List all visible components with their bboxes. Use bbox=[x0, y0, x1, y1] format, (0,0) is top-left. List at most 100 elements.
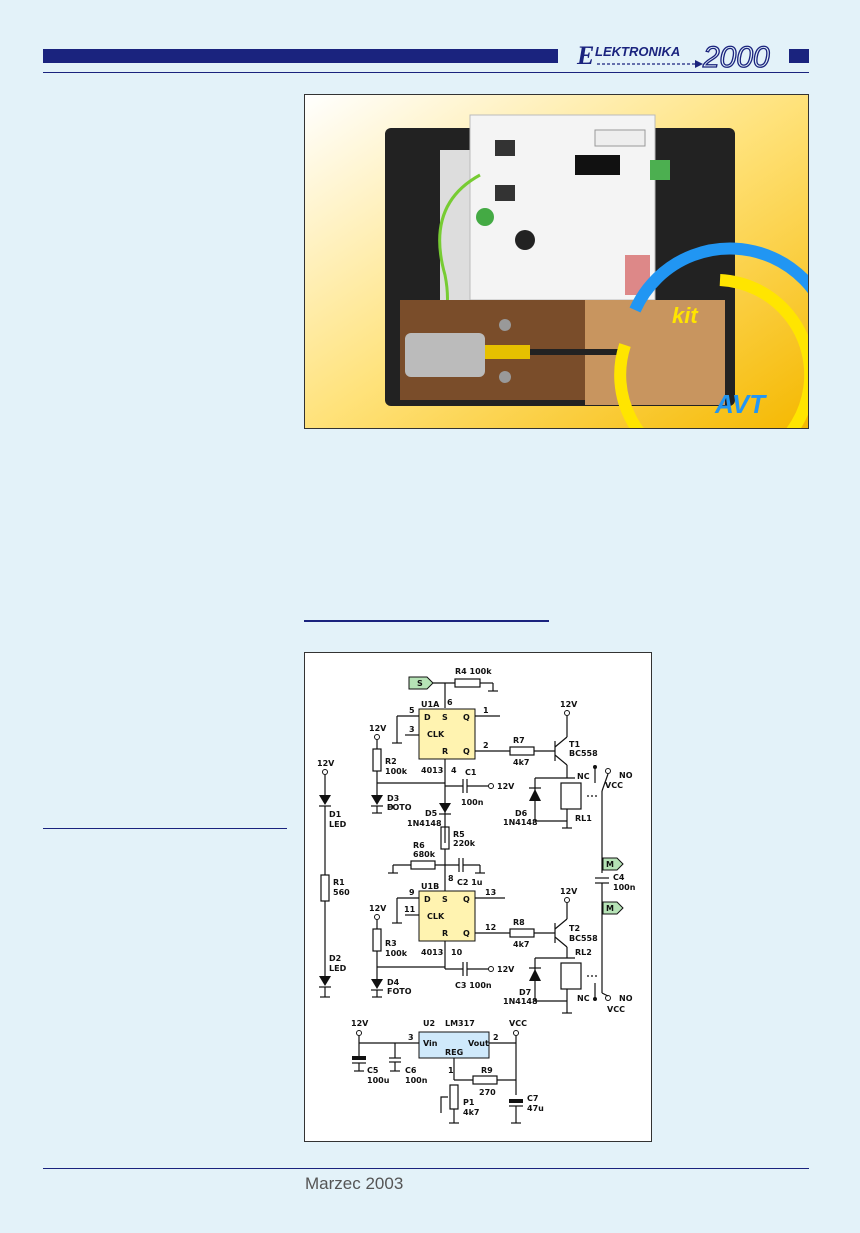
svg-text:R4 100k: R4 100k bbox=[455, 667, 492, 676]
svg-text:C4: C4 bbox=[613, 873, 625, 882]
svg-text:VCC: VCC bbox=[509, 1019, 527, 1028]
svg-text:1: 1 bbox=[448, 1066, 454, 1075]
svg-text:R8: R8 bbox=[513, 918, 525, 927]
svg-text:C3 100n: C3 100n bbox=[455, 981, 492, 990]
svg-text:D5: D5 bbox=[425, 809, 438, 818]
svg-text:M: M bbox=[606, 860, 614, 869]
svg-text:D3: D3 bbox=[387, 794, 399, 803]
svg-text:4: 4 bbox=[451, 766, 457, 775]
svg-text:BC558: BC558 bbox=[569, 934, 598, 943]
svg-text:Q: Q bbox=[463, 929, 470, 938]
device-photo: kit AVT bbox=[304, 94, 809, 429]
svg-text:R9: R9 bbox=[481, 1066, 493, 1075]
svg-text:100n: 100n bbox=[613, 883, 636, 892]
svg-text:BC558: BC558 bbox=[569, 749, 598, 758]
svg-text:Vout: Vout bbox=[468, 1039, 489, 1048]
svg-text:R2: R2 bbox=[385, 757, 397, 766]
header-bar bbox=[43, 49, 558, 63]
svg-text:CLK: CLK bbox=[427, 730, 445, 739]
header-rule bbox=[43, 72, 809, 73]
svg-text:12V: 12V bbox=[351, 1019, 369, 1028]
svg-text:C5: C5 bbox=[367, 1066, 379, 1075]
svg-text:C2 1u: C2 1u bbox=[457, 878, 483, 887]
svg-text:47u: 47u bbox=[527, 1104, 544, 1113]
svg-text:NO: NO bbox=[619, 771, 633, 780]
header-bar-end bbox=[789, 49, 809, 63]
svg-text:C6: C6 bbox=[405, 1066, 417, 1075]
issue-date: Marzec 2003 bbox=[305, 1174, 404, 1193]
svg-text:12: 12 bbox=[485, 923, 496, 932]
svg-text:D4: D4 bbox=[387, 978, 400, 987]
svg-text:11: 11 bbox=[404, 905, 416, 914]
svg-text:C7: C7 bbox=[527, 1094, 538, 1103]
svg-text:4k7: 4k7 bbox=[513, 758, 529, 767]
svg-text:R: R bbox=[442, 747, 448, 756]
svg-text:2: 2 bbox=[493, 1033, 499, 1042]
magazine-logo: E LEKTRONIKA 2000 bbox=[576, 40, 771, 74]
svg-text:M: M bbox=[606, 904, 614, 913]
svg-text:4k7: 4k7 bbox=[513, 940, 529, 949]
svg-text:10: 10 bbox=[451, 948, 463, 957]
svg-text:LED: LED bbox=[329, 820, 347, 829]
svg-text:S: S bbox=[417, 679, 423, 688]
sidebar-rule bbox=[43, 828, 287, 829]
svg-text:NO: NO bbox=[619, 994, 633, 1003]
svg-text:S: S bbox=[442, 895, 448, 904]
svg-text:9: 9 bbox=[409, 888, 415, 897]
svg-text:T1: T1 bbox=[569, 740, 580, 749]
svg-text:2000: 2000 bbox=[702, 41, 770, 74]
svg-text:T2: T2 bbox=[569, 924, 580, 933]
svg-text:R3: R3 bbox=[385, 939, 397, 948]
svg-text:12V: 12V bbox=[369, 724, 387, 733]
kit-badge: kit bbox=[672, 303, 699, 328]
svg-text:D7: D7 bbox=[519, 988, 531, 997]
svg-text:C1: C1 bbox=[465, 768, 477, 777]
svg-text:270: 270 bbox=[479, 1088, 496, 1097]
svg-text:R1: R1 bbox=[333, 878, 345, 887]
svg-text:12V: 12V bbox=[560, 700, 578, 709]
svg-text:3: 3 bbox=[408, 1033, 414, 1042]
svg-text:5: 5 bbox=[409, 706, 415, 715]
svg-text:VCC: VCC bbox=[607, 1005, 625, 1014]
svg-text:13: 13 bbox=[485, 888, 496, 897]
svg-text:12V: 12V bbox=[317, 759, 335, 768]
svg-text:100k: 100k bbox=[385, 949, 408, 958]
svg-text:D: D bbox=[387, 803, 394, 812]
svg-text:R6: R6 bbox=[413, 841, 425, 850]
svg-text:D6: D6 bbox=[515, 809, 528, 818]
svg-text:R7: R7 bbox=[513, 736, 525, 745]
svg-text:Q: Q bbox=[463, 713, 470, 722]
svg-text:P1: P1 bbox=[463, 1098, 475, 1107]
svg-text:2: 2 bbox=[483, 741, 489, 750]
svg-text:D1: D1 bbox=[329, 810, 342, 819]
svg-text:Vin: Vin bbox=[423, 1039, 438, 1048]
svg-text:R: R bbox=[442, 929, 448, 938]
svg-text:4013: 4013 bbox=[421, 948, 443, 957]
svg-text:1N4148: 1N4148 bbox=[503, 818, 538, 827]
svg-text:1: 1 bbox=[483, 706, 489, 715]
svg-text:FOTO: FOTO bbox=[387, 987, 412, 996]
svg-text:NC: NC bbox=[577, 772, 590, 781]
svg-text:4013: 4013 bbox=[421, 766, 443, 775]
footer-rule bbox=[43, 1168, 809, 1169]
svg-text:LM317: LM317 bbox=[445, 1019, 475, 1028]
svg-text:100k: 100k bbox=[385, 767, 408, 776]
svg-text:1N4148: 1N4148 bbox=[407, 819, 442, 828]
svg-text:12V: 12V bbox=[497, 782, 515, 791]
svg-text:RL2: RL2 bbox=[575, 948, 592, 957]
svg-text:12V: 12V bbox=[369, 904, 387, 913]
svg-text:220k: 220k bbox=[453, 839, 476, 848]
svg-text:U2: U2 bbox=[423, 1019, 435, 1028]
svg-text:LEKTRONIKA: LEKTRONIKA bbox=[595, 44, 680, 59]
avt-badge: AVT bbox=[714, 389, 767, 419]
svg-text:4k7: 4k7 bbox=[463, 1108, 479, 1117]
svg-text:NC: NC bbox=[577, 994, 590, 1003]
svg-text:8: 8 bbox=[448, 874, 454, 883]
svg-text:100u: 100u bbox=[367, 1076, 390, 1085]
svg-text:Q: Q bbox=[463, 747, 470, 756]
svg-text:1N4148: 1N4148 bbox=[503, 997, 538, 1006]
svg-text:12V: 12V bbox=[560, 887, 578, 896]
svg-text:LED: LED bbox=[329, 964, 347, 973]
svg-text:560: 560 bbox=[333, 888, 350, 897]
